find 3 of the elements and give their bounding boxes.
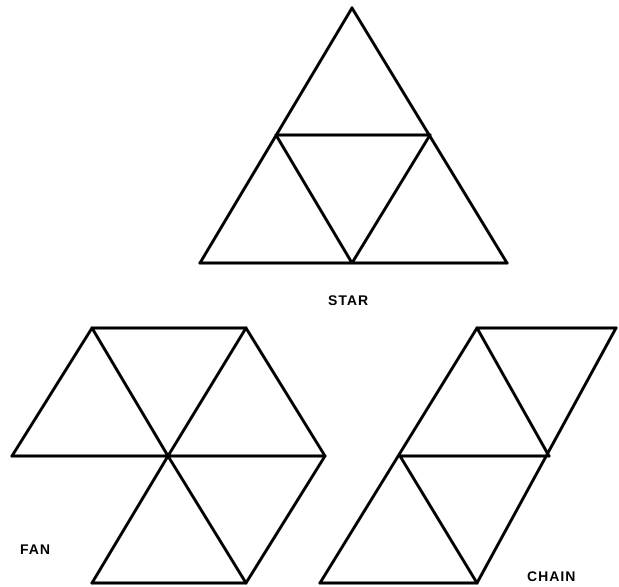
figure-label: CHAIN xyxy=(527,568,576,584)
figure-label: FAN xyxy=(20,541,51,557)
figure-label: STAR xyxy=(328,292,370,308)
